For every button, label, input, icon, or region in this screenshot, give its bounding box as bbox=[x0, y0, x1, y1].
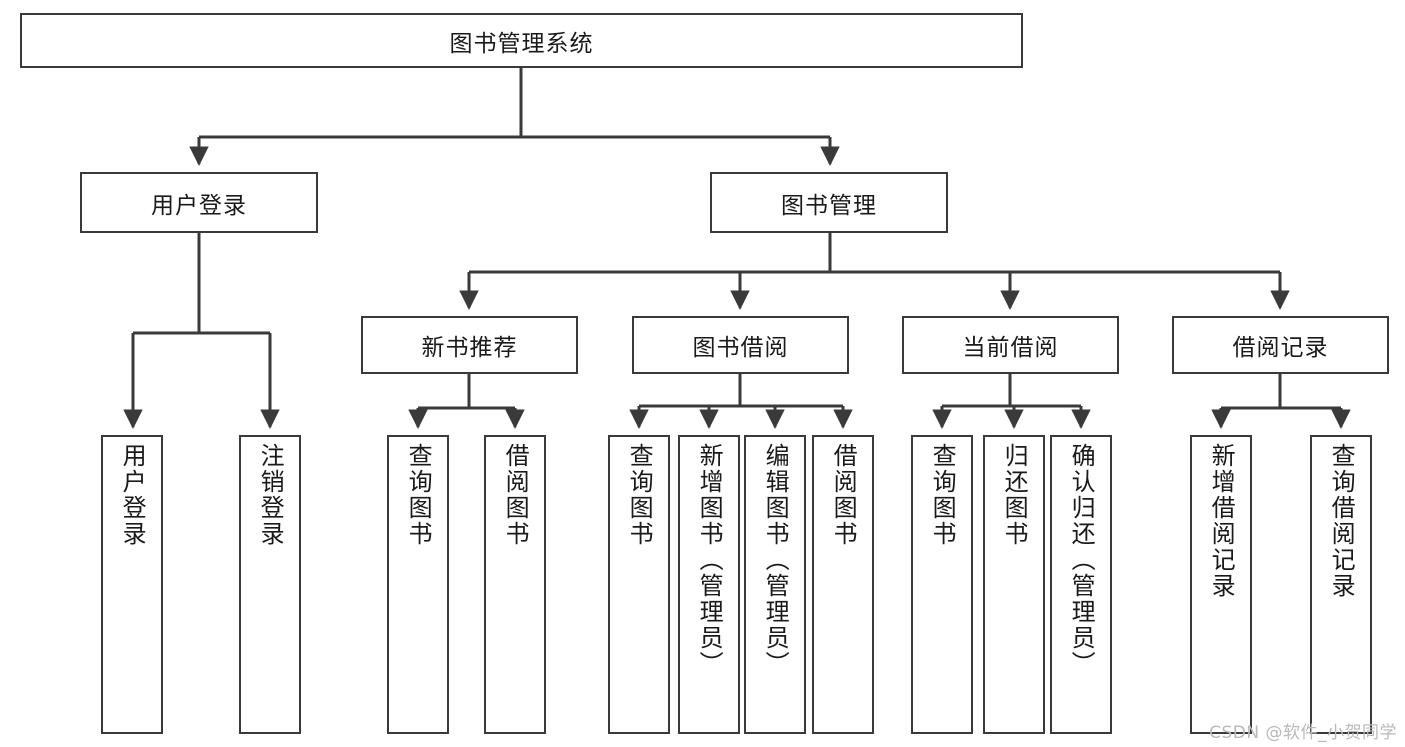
node-label: 图书管理 bbox=[781, 192, 877, 219]
node-label: 编辑图书（管理员） bbox=[761, 443, 790, 677]
watermark: CSDN @软件_小贺同学 bbox=[1209, 723, 1397, 743]
leaf-logout[interactable]: 注销登录 bbox=[239, 435, 301, 734]
node-user-login[interactable]: 用户登录 bbox=[80, 172, 318, 233]
node-book-management[interactable]: 图书管理 bbox=[710, 172, 948, 233]
node-label: 用户登录 bbox=[151, 192, 247, 219]
node-label: 借阅图书 bbox=[501, 443, 530, 547]
leaf-borrow-book[interactable]: 借阅图书 bbox=[812, 435, 874, 734]
leaf-edit-book-admin[interactable]: 编辑图书（管理员） bbox=[744, 435, 806, 734]
leaf-user-login[interactable]: 用户登录 bbox=[101, 435, 163, 734]
leaf-borrow-book-recommend[interactable]: 借阅图书 bbox=[484, 435, 546, 734]
leaf-add-book-admin[interactable]: 新增图书（管理员） bbox=[678, 435, 740, 734]
node-current-borrow[interactable]: 当前借阅 bbox=[902, 316, 1119, 374]
node-label: 查询图书 bbox=[928, 443, 957, 547]
node-label: 查询图书 bbox=[404, 443, 433, 547]
node-label: 借阅记录 bbox=[1232, 335, 1329, 361]
leaf-return-book[interactable]: 归还图书 bbox=[983, 435, 1045, 734]
node-label: 图书管理系统 bbox=[449, 30, 594, 57]
leaf-query-borrow-record[interactable]: 查询借阅记录 bbox=[1310, 435, 1372, 734]
node-label: 归还图书 bbox=[1000, 443, 1029, 547]
leaf-query-book-recommend[interactable]: 查询图书 bbox=[387, 435, 449, 734]
node-label: 确认归还（管理员） bbox=[1067, 443, 1096, 677]
node-book-borrow[interactable]: 图书借阅 bbox=[632, 316, 849, 374]
node-label: 当前借阅 bbox=[962, 335, 1059, 361]
node-label: 借阅图书 bbox=[829, 443, 858, 547]
leaf-query-book-borrow[interactable]: 查询图书 bbox=[608, 435, 670, 734]
leaf-query-book-current[interactable]: 查询图书 bbox=[911, 435, 973, 734]
node-label: 新增图书（管理员） bbox=[695, 443, 724, 677]
leaf-add-borrow-record[interactable]: 新增借阅记录 bbox=[1190, 435, 1252, 734]
node-label: 新增借阅记录 bbox=[1207, 443, 1236, 599]
node-root[interactable]: 图书管理系统 bbox=[20, 13, 1023, 68]
node-label: 图书借阅 bbox=[692, 335, 789, 361]
node-new-book-recommend[interactable]: 新书推荐 bbox=[361, 316, 578, 374]
node-label: 用户登录 bbox=[118, 443, 147, 547]
node-label: 新书推荐 bbox=[421, 335, 518, 361]
leaf-confirm-return-admin[interactable]: 确认归还（管理员） bbox=[1050, 435, 1112, 734]
node-label: 注销登录 bbox=[256, 443, 285, 547]
node-label: 查询借阅记录 bbox=[1327, 443, 1356, 599]
node-borrow-record[interactable]: 借阅记录 bbox=[1172, 316, 1389, 374]
node-label: 查询图书 bbox=[625, 443, 654, 547]
